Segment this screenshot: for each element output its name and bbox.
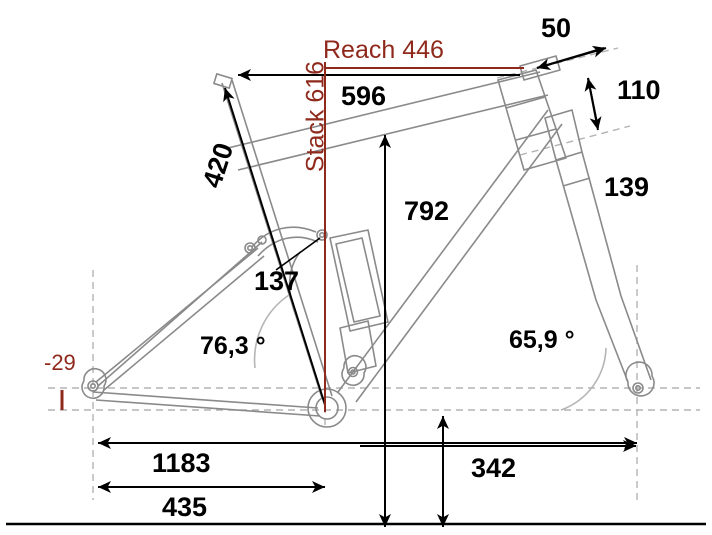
label-head-tube-angle: 65,9 ° bbox=[509, 326, 575, 354]
label-stem-length: 50 bbox=[541, 13, 572, 43]
dim-line-seat-tube bbox=[223, 87, 326, 406]
label-effective-top-tube: 596 bbox=[341, 81, 387, 111]
label-fork-travel: 139 bbox=[604, 172, 650, 202]
label-rear-travel: 137 bbox=[254, 266, 300, 296]
leader-line-rear-travel bbox=[275, 237, 321, 271]
label-stack: Stack 616 bbox=[301, 60, 330, 173]
label-bb-drop: -29 bbox=[44, 350, 76, 375]
label-seat-tube-angle: 76,3 ° bbox=[200, 332, 266, 360]
label-reach: Reach 446 bbox=[323, 36, 444, 64]
label-chainstay: 435 bbox=[162, 492, 208, 522]
label-wheelbase: 1183 bbox=[152, 448, 211, 478]
label-front-center: 342 bbox=[471, 453, 517, 483]
label-head-tube-length: 110 bbox=[617, 75, 661, 105]
label-standover-height: 792 bbox=[404, 196, 450, 226]
frame-tubes bbox=[81, 55, 655, 428]
